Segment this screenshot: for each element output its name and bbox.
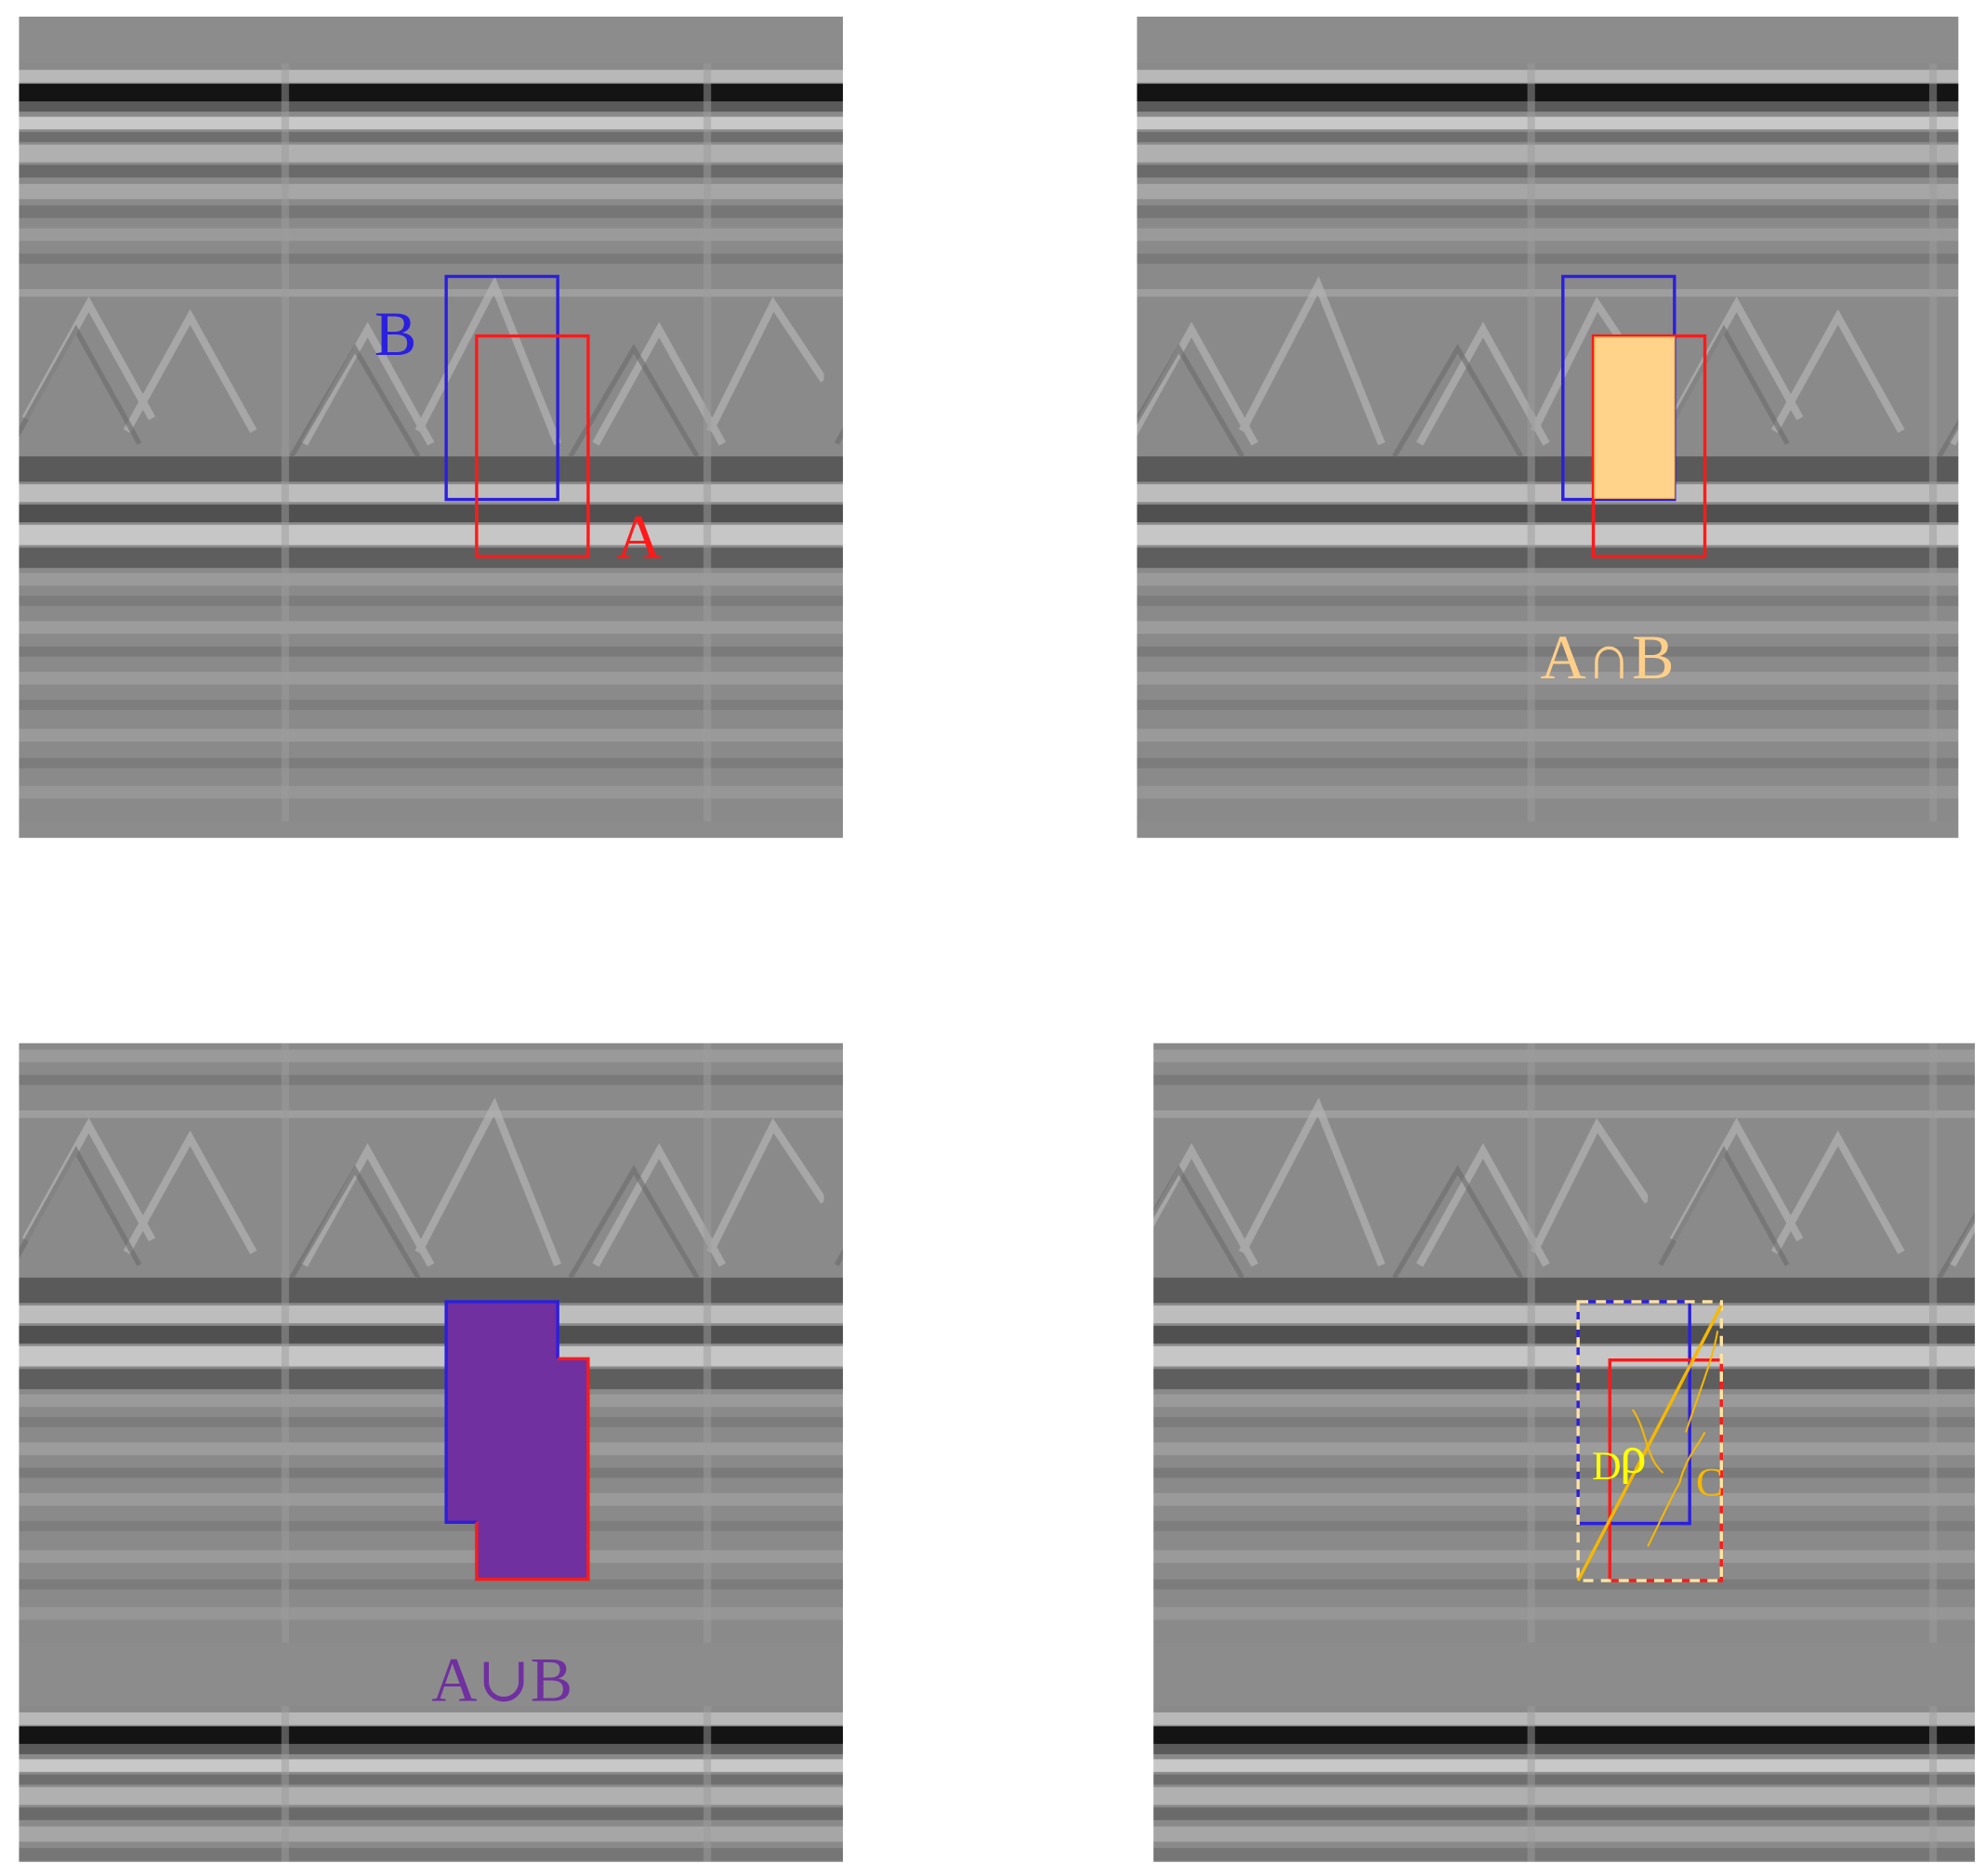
center-distance-brace [1631, 1331, 1719, 1547]
box-a [1591, 334, 1707, 558]
union-region [446, 1301, 588, 1580]
panel-top-right: A∩B [1137, 16, 1959, 838]
label-rho: ρ [1620, 1426, 1647, 1485]
union-label: A∪B [431, 1645, 572, 1715]
box-a-outline [475, 1357, 590, 1581]
box-b-outline [444, 1300, 559, 1525]
enclosing-box-c [1576, 1300, 1723, 1582]
label-b: B [375, 298, 416, 369]
gpr-background-image [19, 16, 844, 838]
box-a [475, 334, 590, 558]
panel-bottom-left: A∪B [19, 1043, 844, 1862]
panel-bottom-right: D ρ C [1153, 1043, 1976, 1862]
label-c: C [1696, 1461, 1723, 1505]
panel-top-left: B A [19, 16, 844, 838]
enclosing-diagonal [1576, 1305, 1723, 1581]
box-b [444, 274, 559, 502]
intersection-label: A∩B [1541, 622, 1675, 692]
gpr-background-image [1137, 16, 1959, 838]
label-a: A [616, 501, 662, 571]
intersection-region [1594, 336, 1676, 499]
gpr-background-image [1153, 1043, 1976, 1862]
label-d: D [1592, 1444, 1622, 1489]
gpr-background-image [19, 1043, 844, 1862]
